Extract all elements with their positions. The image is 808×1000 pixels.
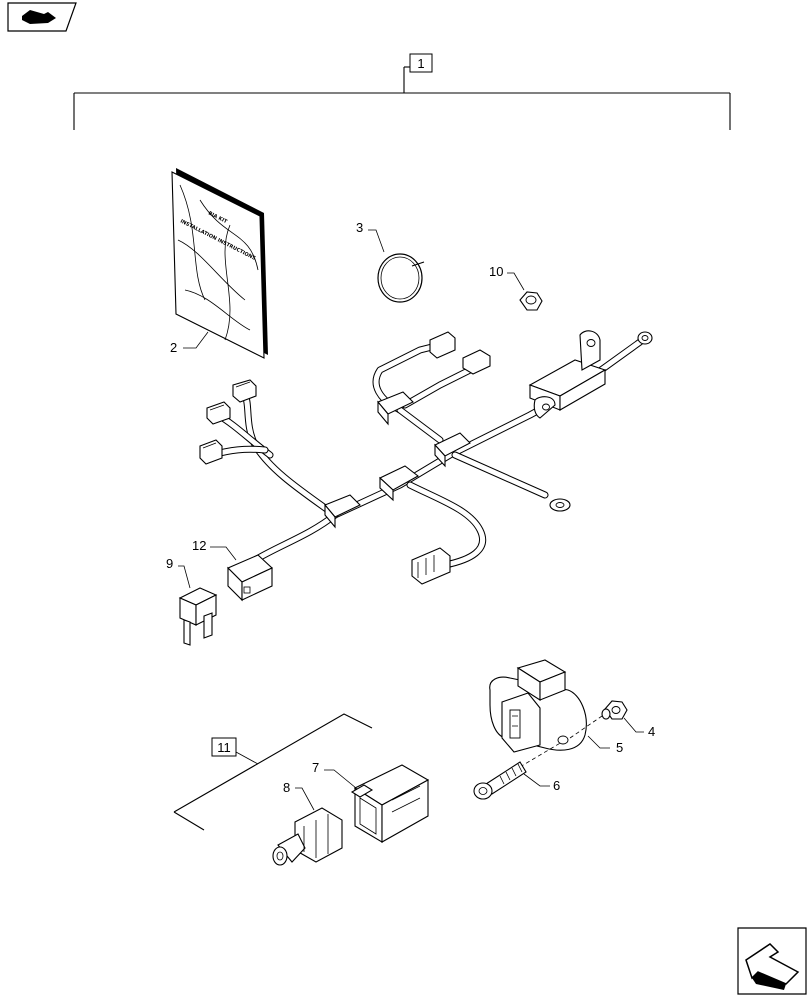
callout-12: 12	[192, 538, 237, 561]
relay-9	[178, 587, 218, 646]
hex-nut-4	[601, 700, 628, 720]
callout-11: 11	[211, 737, 259, 765]
hex-nut-10	[519, 291, 543, 311]
callout-9: 9	[166, 556, 191, 589]
kit-11-bracket	[173, 713, 373, 831]
svg-text:9: 9	[166, 556, 173, 571]
svg-text:10: 10	[489, 264, 503, 279]
connector-housing-7	[350, 764, 430, 843]
svg-text:5: 5	[616, 740, 623, 755]
callout-8: 8	[283, 780, 315, 811]
svg-text:2: 2	[170, 340, 177, 355]
svg-text:8: 8	[283, 780, 290, 795]
svg-text:6: 6	[553, 778, 560, 793]
bolt-6	[473, 761, 527, 800]
svg-text:11: 11	[217, 740, 231, 755]
next-page-icon[interactable]	[737, 927, 807, 995]
callout-7: 7	[312, 760, 357, 789]
callout-3: 3	[356, 220, 385, 253]
callout-4: 4	[623, 717, 655, 739]
sensor-5	[489, 659, 587, 753]
callout-2: 2	[170, 331, 209, 355]
instruction-booklet: BIA KIT INSTALLATION INSTRUCTIONS	[171, 168, 268, 359]
connector-boot-8	[272, 807, 343, 866]
assembly-bracket	[73, 66, 731, 130]
svg-text:1: 1	[417, 56, 424, 71]
callout-6: 6	[523, 773, 560, 793]
svg-text:4: 4	[648, 724, 655, 739]
callout-5: 5	[587, 735, 623, 755]
callout-1: 1	[409, 53, 433, 73]
cable-tie	[377, 253, 425, 303]
wiring-harness	[199, 330, 653, 585]
previous-page-icon[interactable]	[7, 2, 77, 32]
relay-connector-12	[227, 554, 273, 602]
svg-text:3: 3	[356, 220, 363, 235]
svg-text:12: 12	[192, 538, 206, 553]
svg-text:7: 7	[312, 760, 319, 775]
callout-10: 10	[489, 264, 525, 291]
